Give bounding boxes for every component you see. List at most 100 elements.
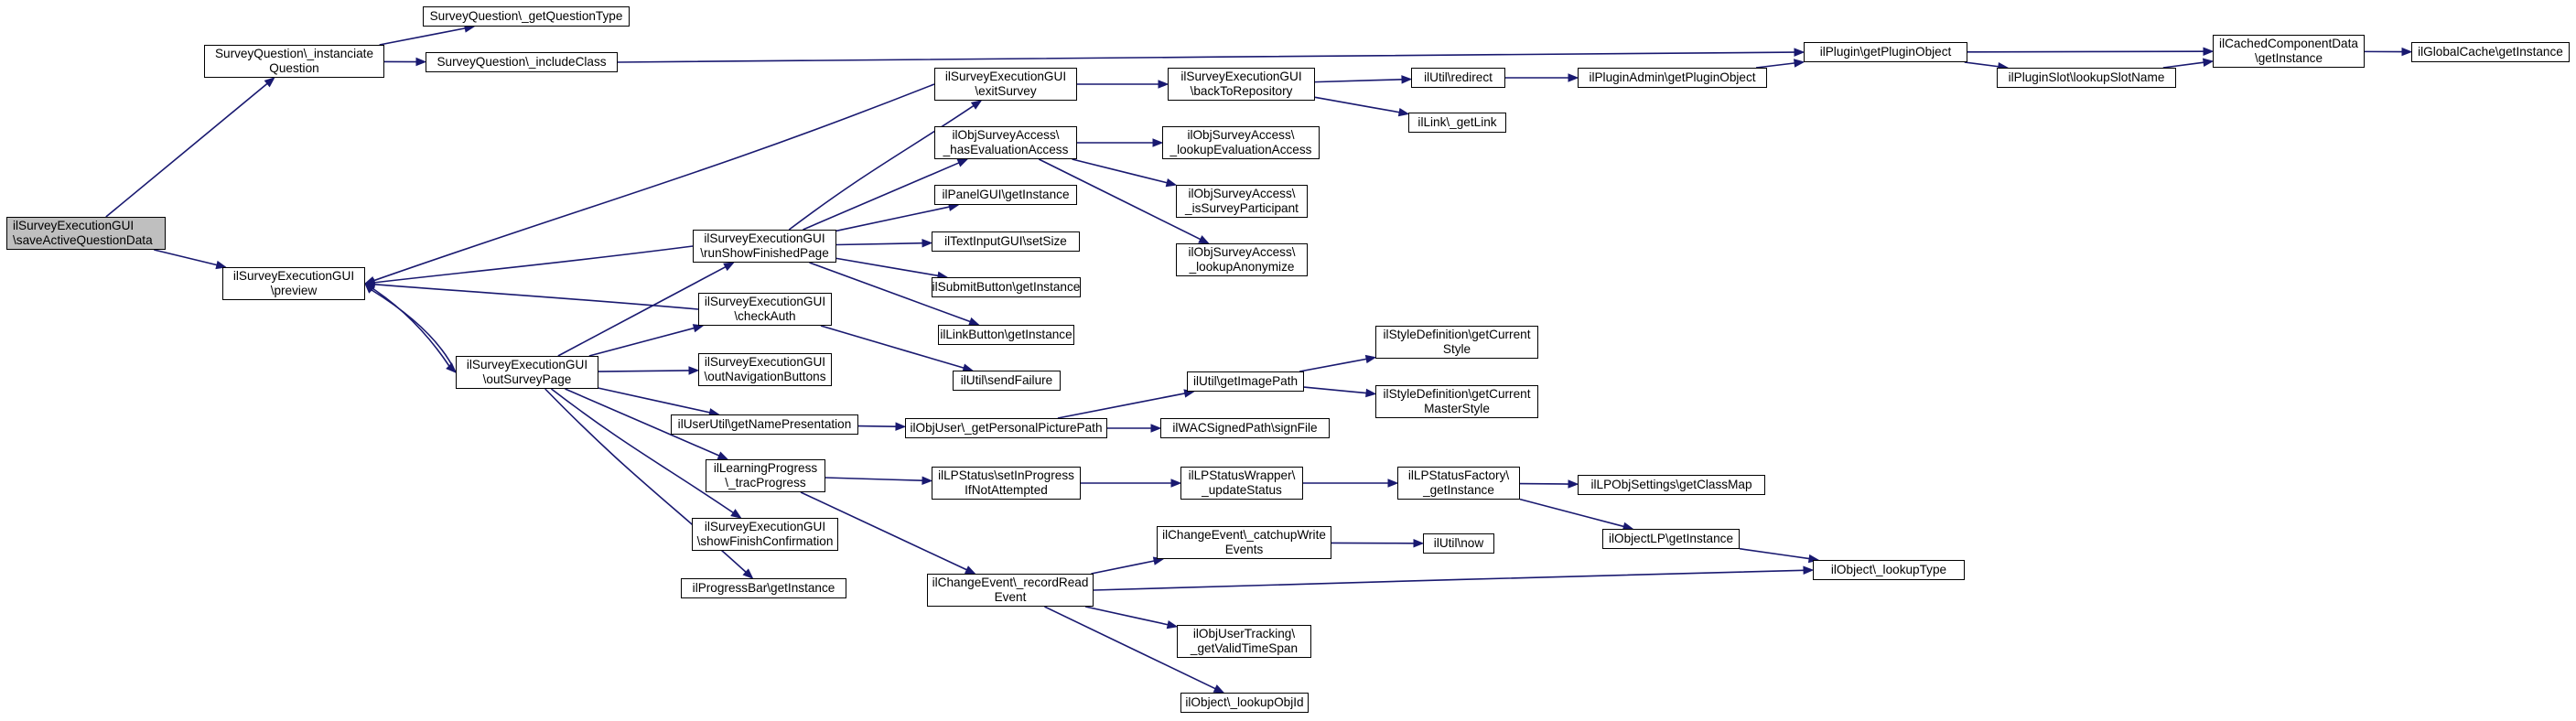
- graph-node[interactable]: ilSurveyExecutionGUI \exitSurvey: [934, 68, 1077, 101]
- arrowhead-n_ltp-to-n_crr: [964, 565, 976, 575]
- edge-n_lpsf-to-n_olp: [1519, 498, 1624, 528]
- edge-n_out-to-n_auth: [588, 327, 695, 357]
- graph-node[interactable]: ilSurveyExecutionGUI \preview: [222, 267, 365, 300]
- graph-node[interactable]: ilLearningProgress \_tracProgress: [706, 459, 825, 492]
- arrowhead-n_out-to-n_rsf: [723, 262, 735, 272]
- graph-node[interactable]: ilPlugin\getPluginObject: [1804, 42, 1967, 62]
- arrowhead-n_out-to-n_ltp: [717, 451, 729, 460]
- edge-n_prev-to-n_out: [364, 283, 450, 367]
- edge-n_crr-to-n_ccw: [1091, 560, 1155, 575]
- graph-node[interactable]: ilUtil\redirect: [1411, 68, 1505, 88]
- graph-node[interactable]: ilLinkButton\getInstance: [938, 325, 1074, 345]
- graph-node[interactable]: ilGlobalCache\getInstance: [2411, 42, 2570, 62]
- graph-node[interactable]: ilObject\_lookupObjId: [1180, 693, 1309, 713]
- graph-node[interactable]: ilCachedComponentData \getInstance: [2213, 35, 2365, 68]
- edge-n_rsf-to-n_exit: [788, 104, 975, 231]
- graph-node[interactable]: SurveyQuestion\_includeClass: [426, 52, 618, 72]
- edge-n_rsf-to-n_panel: [835, 206, 950, 232]
- graph-node[interactable]: SurveyQuestion\_getQuestionType: [423, 6, 630, 27]
- graph-node[interactable]: ilSubmitButton\getInstance: [932, 277, 1081, 297]
- arrowhead-n_auth-to-n_prev: [363, 280, 375, 289]
- arrowhead-n_ccd-to-n_gc: [2401, 47, 2413, 57]
- graph-node[interactable]: ilObjUser\_getPersonalPicturePath: [905, 418, 1107, 438]
- edge-n_pslot-to-n_ccd: [2162, 61, 2204, 69]
- arrowhead-n_back-to-n_redir: [1401, 75, 1413, 84]
- edge-n_out-to-n_ltp: [565, 388, 720, 457]
- edge-n_save-to-n_inst: [105, 82, 268, 218]
- graph-node[interactable]: ilSurveyExecutionGUI \outSurveyPage: [456, 356, 598, 389]
- graph-node[interactable]: ilObjSurveyAccess\ _isSurveyParticipant: [1176, 185, 1308, 218]
- graph-node[interactable]: ilStyleDefinition\getCurrent Style: [1375, 326, 1538, 359]
- graph-node[interactable]: ilPluginAdmin\getPluginObject: [1578, 68, 1767, 88]
- graph-node[interactable]: ilObjectLP\getInstance: [1602, 529, 1740, 549]
- graph-node[interactable]: ilObjSurveyAccess\ _lookupEvaluationAcce…: [1162, 126, 1320, 159]
- edge-n_crr-to-n_olt: [1093, 569, 1805, 591]
- graph-node[interactable]: ilChangeEvent\_recordRead Event: [927, 574, 1094, 607]
- edge-n_ltp-to-n_lps: [825, 477, 923, 482]
- arrowhead-n_hea-to-n_isp: [1165, 178, 1178, 188]
- edge-n_unp-to-n_ppp: [857, 425, 897, 427]
- arrowhead-n_crr-to-n_olt: [1803, 565, 1815, 576]
- edge-n_pgo-to-n_pslot: [1964, 61, 1999, 68]
- graph-node[interactable]: ilWACSignedPath\signFile: [1160, 418, 1330, 438]
- graph-node[interactable]: ilLink\_getLink: [1408, 113, 1506, 133]
- arrowhead-n_gip-to-n_sdc: [1364, 354, 1377, 364]
- graph-node[interactable]: ilObjUserTracking\ _getValidTimeSpan: [1177, 625, 1311, 658]
- arrowhead-n_redir-to-n_padm: [1568, 73, 1579, 82]
- graph-node[interactable]: ilUserUtil\getNamePresentation: [671, 414, 858, 435]
- arrowhead-n_hea-to-n_lan: [1198, 235, 1210, 244]
- graph-node[interactable]: ilLPStatusFactory\ _getInstance: [1397, 467, 1520, 500]
- edge-n_back-to-n_redir: [1314, 79, 1403, 83]
- edge-n_olp-to-n_olt: [1739, 547, 1810, 560]
- graph-node[interactable]: ilPanelGUI\getInstance: [934, 185, 1077, 205]
- graph-node[interactable]: ilTextInputGUI\setSize: [932, 231, 1080, 252]
- edge-n_pgo-to-n_ccd: [1967, 50, 2204, 53]
- graph-node[interactable]: ilSurveyExecutionGUI \outNavigationButto…: [698, 353, 832, 386]
- arrowhead-n_gip-to-n_sdm: [1365, 388, 1377, 398]
- edge-n_rsf-to-n_linkbtn: [809, 262, 971, 323]
- graph-node[interactable]: ilObjSurveyAccess\ _hasEvaluationAccess: [934, 126, 1077, 159]
- arrowhead-n_lpsf-to-n_lpos: [1568, 479, 1579, 489]
- graph-node[interactable]: ilLPStatusWrapper\ _updateStatus: [1180, 467, 1303, 500]
- arrowhead-n_pslot-to-n_ccd: [2202, 58, 2215, 67]
- edge-n_auth-to-n_prev: [373, 283, 699, 310]
- graph-node[interactable]: ilUtil\now: [1423, 533, 1494, 554]
- arrowhead-n_crr-to-n_ut: [1166, 620, 1179, 630]
- edge-n_out-to-n_unp: [598, 387, 710, 414]
- arrowhead-n_hea-to-n_lea: [1152, 138, 1164, 147]
- graph-node[interactable]: ilSurveyExecutionGUI \showFinishConfirma…: [692, 518, 838, 551]
- graph-node[interactable]: ilPluginSlot\lookupSlotName: [1997, 68, 2176, 88]
- edge-n_back-to-n_link: [1314, 96, 1400, 113]
- arrowhead-n_lpsw-to-n_lpsf: [1387, 479, 1399, 488]
- graph-node[interactable]: ilSurveyExecutionGUI \backToRepository: [1168, 68, 1315, 101]
- arrowhead-n_rsf-to-n_exit: [970, 100, 983, 110]
- edge-n_ltp-to-n_crr: [800, 491, 967, 571]
- graph-node[interactable]: ilChangeEvent\_catchupWrite Events: [1157, 526, 1331, 559]
- graph-node[interactable]: ilObjSurveyAccess\ _lookupAnonymize: [1176, 243, 1308, 276]
- graph-node[interactable]: ilUtil\getImagePath: [1187, 371, 1304, 392]
- arrowhead-n_rsf-to-n_text: [922, 238, 933, 248]
- graph-node[interactable]: SurveyQuestion\_instanciate Question: [204, 45, 384, 78]
- edge-n_padm-to-n_pgo: [1755, 62, 1795, 69]
- graph-node[interactable]: ilStyleDefinition\getCurrent MasterStyle: [1375, 385, 1538, 418]
- graph-node[interactable]: ilLPStatus\setInProgress IfNotAttempted: [932, 467, 1081, 500]
- arrowhead-n_crr-to-n_loid: [1213, 684, 1225, 694]
- arrowhead-n_ppp-to-n_wac: [1150, 424, 1162, 433]
- edge-n_rsf-to-n_prev: [373, 245, 694, 284]
- edge-n_crr-to-n_loid: [1044, 606, 1216, 690]
- edge-n_inst-to-n_gqt: [379, 27, 466, 46]
- arrowhead-n_back-to-n_link: [1397, 107, 1410, 117]
- graph-node[interactable]: ilProgressBar\getInstance: [681, 578, 846, 598]
- graph-node[interactable]: ilSurveyExecutionGUI \runShowFinishedPag…: [693, 230, 836, 263]
- edge-n_auth-to-n_sendf: [820, 325, 965, 369]
- graph-node[interactable]: ilUtil\sendFailure: [953, 371, 1061, 391]
- graph-node[interactable]: ilSurveyExecutionGUI \checkAuth: [698, 293, 832, 326]
- root-node: ilSurveyExecutionGUI \saveActiveQuestion…: [6, 217, 166, 250]
- arrowhead-n_out-to-n_auth: [692, 324, 705, 333]
- arrowhead-n_unp-to-n_ppp: [895, 422, 907, 431]
- graph-node[interactable]: ilLPObjSettings\getClassMap: [1578, 475, 1765, 495]
- graph-node[interactable]: ilObject\_lookupType: [1813, 560, 1965, 580]
- edge-n_crr-to-n_ut: [1084, 606, 1169, 626]
- arrowhead-n_lps-to-n_lpsw: [1170, 479, 1182, 488]
- edge-n_exit-to-n_prev: [373, 83, 935, 282]
